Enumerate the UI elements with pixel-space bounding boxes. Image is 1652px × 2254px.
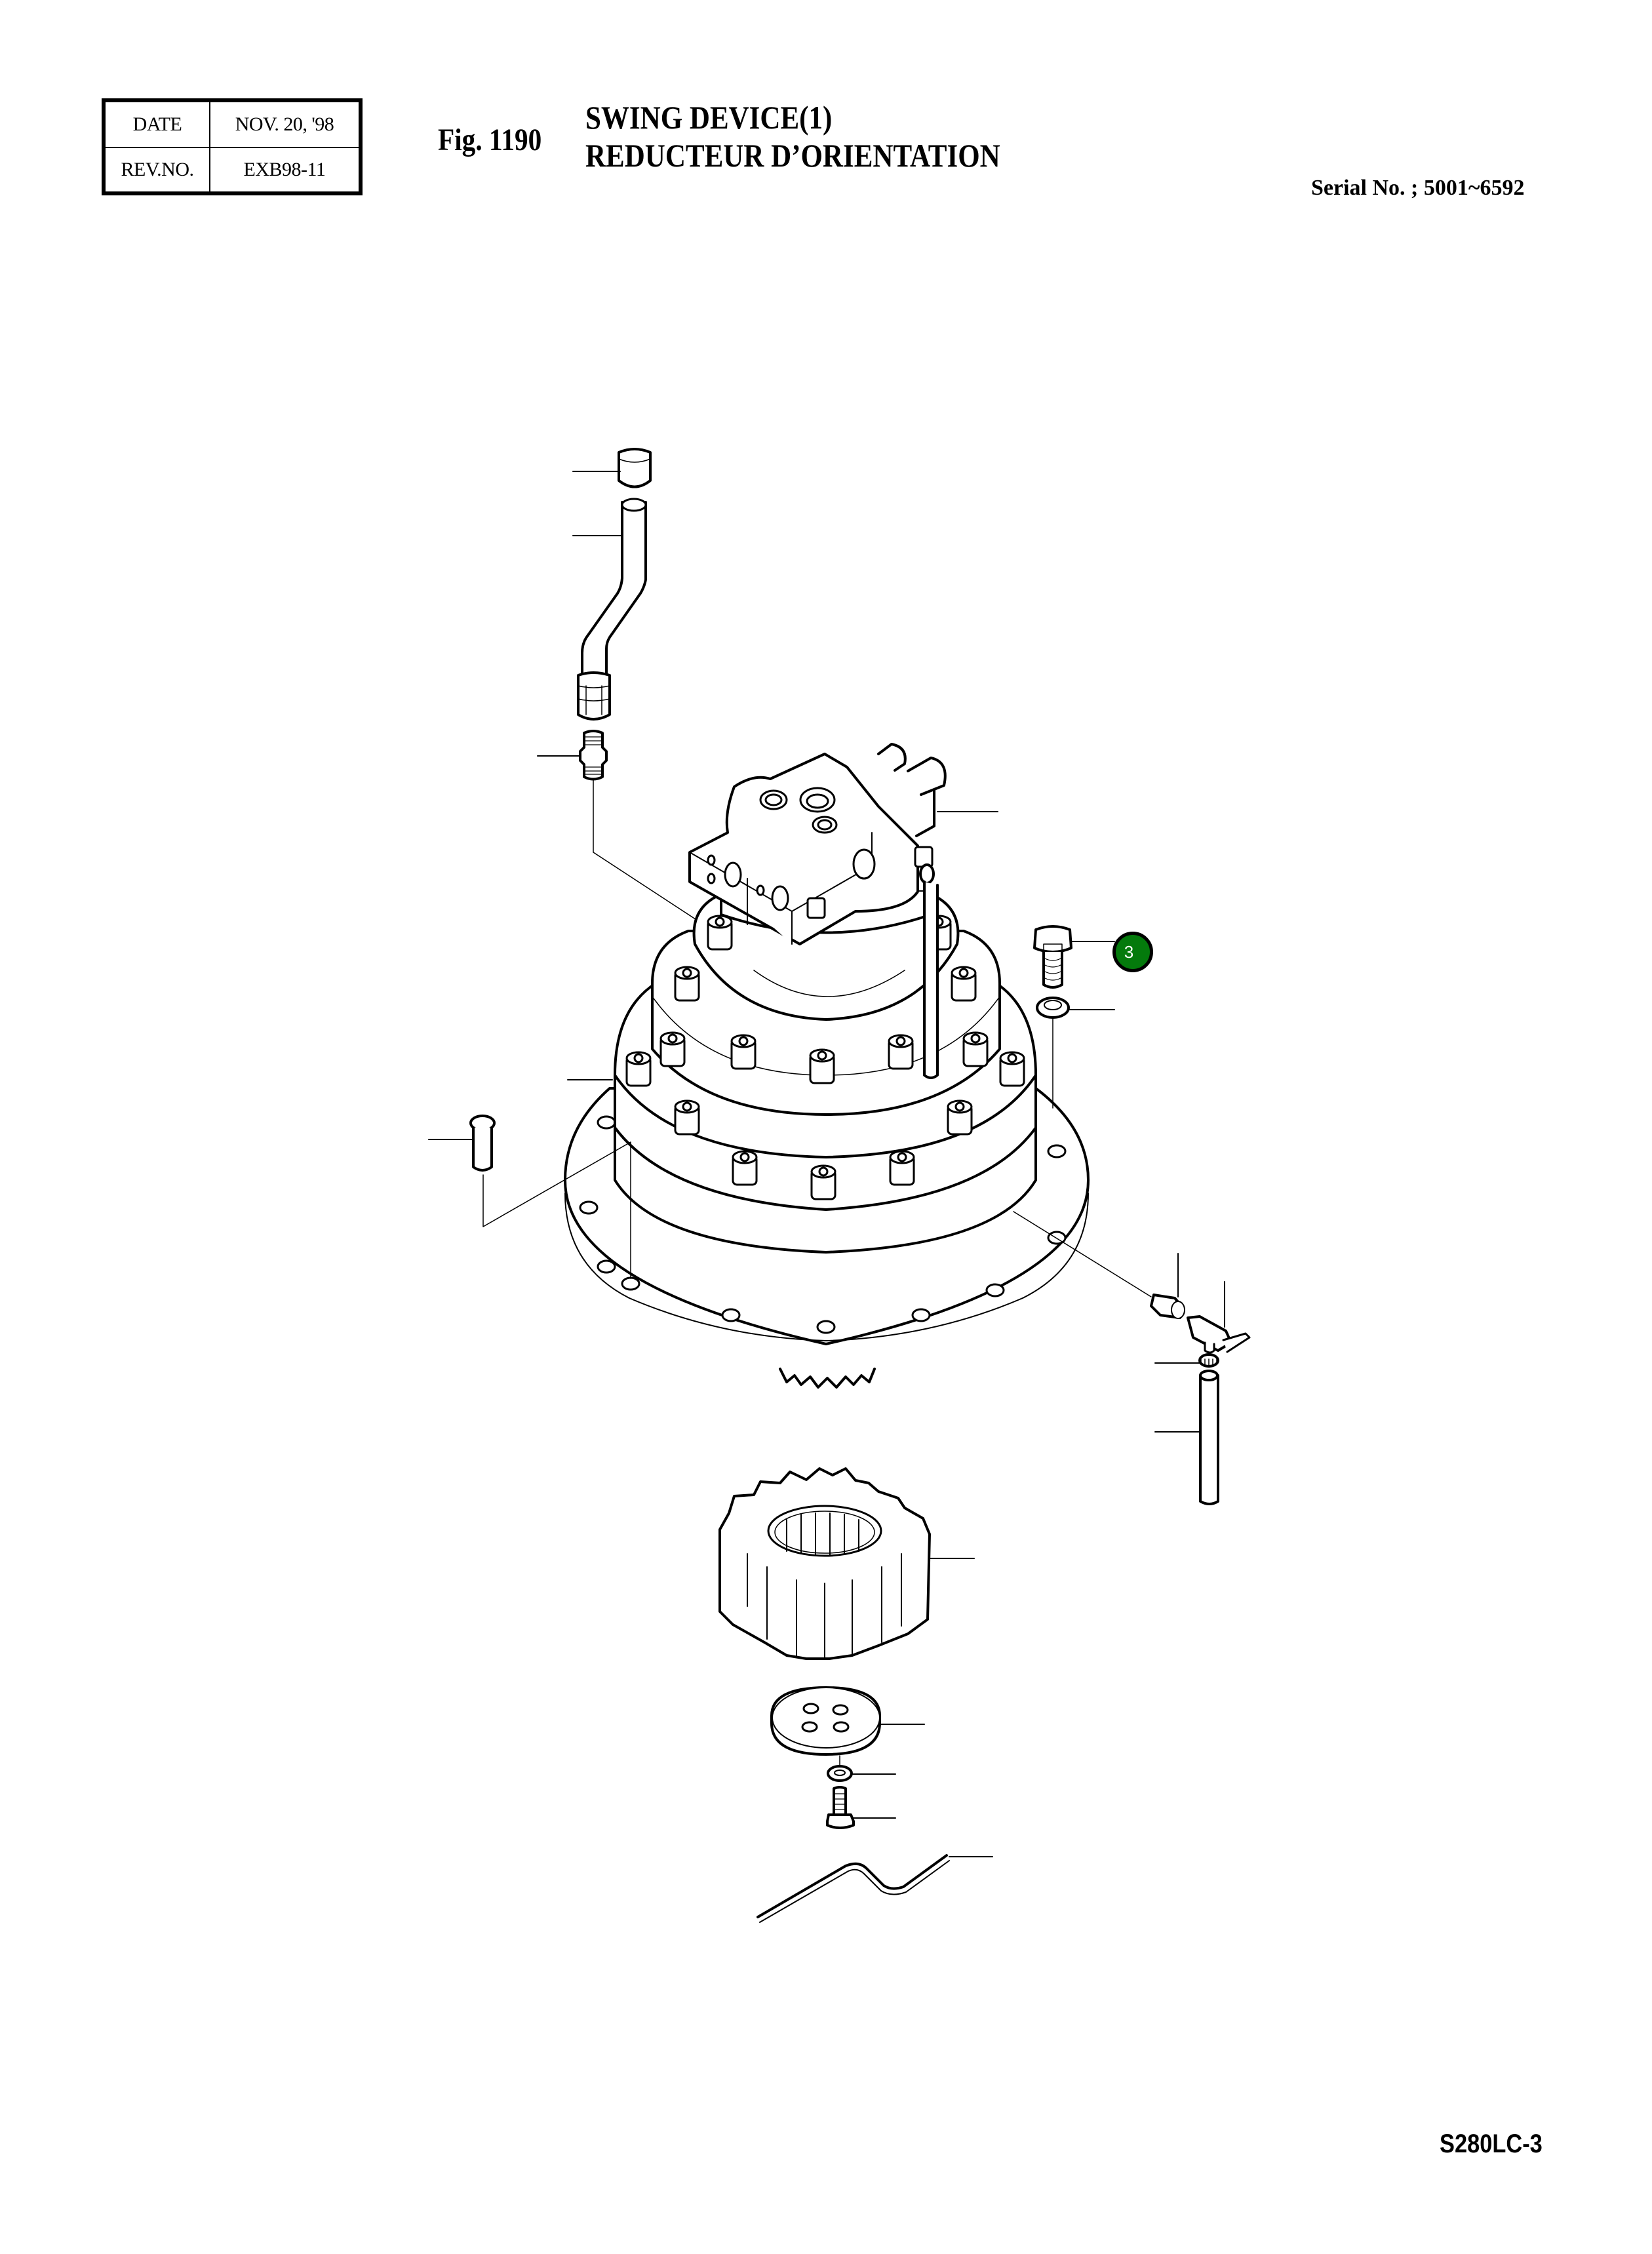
level-gauge-part[interactable] [919, 863, 939, 1079]
washer-part[interactable] [1036, 997, 1070, 1019]
leader-line-dowel-to-hole [482, 1141, 631, 1279]
cap-part[interactable] [618, 448, 652, 488]
drain-valve-part[interactable] [1187, 1315, 1251, 1354]
leader-line-adapter-to-port [593, 780, 717, 934]
retainer-plate-part[interactable] [770, 1686, 881, 1756]
pipe-part[interactable] [577, 498, 647, 721]
leader-line-plug-to-housing [1013, 1211, 1152, 1297]
revision-table: DATE NOV. 20, '98 REV.NO. EXB98-11 [102, 98, 363, 195]
socket-bolt-part[interactable] [826, 1786, 855, 1829]
date-label: DATE [106, 102, 210, 147]
adapter-fitting-part[interactable] [579, 730, 608, 781]
revision-row-rev: REV.NO. EXB98-11 [106, 148, 359, 191]
pinion-gear-part[interactable] [718, 1467, 931, 1660]
lock-wire-part[interactable] [757, 1854, 950, 1923]
output-pinion-teeth [779, 1368, 876, 1389]
swing-motor-valve-block-part[interactable] [688, 743, 947, 945]
dowel-pin-part[interactable] [469, 1115, 496, 1172]
hose-clamp-part[interactable] [1198, 1353, 1219, 1368]
page-title-english: SWING DEVICE(1) [585, 99, 833, 136]
callout-3-hex-bolt[interactable]: 3 [1112, 932, 1153, 972]
lock-washer-part[interactable] [827, 1765, 853, 1782]
hex-bolt-part[interactable] [1033, 925, 1072, 989]
rev-value: EXB98-11 [243, 159, 326, 180]
callout-3-label: 3 [1124, 941, 1134, 962]
figure-number: Fig. 1190 [438, 123, 542, 157]
page-title-french: REDUCTEUR D’ORIENTATION [585, 137, 1000, 174]
drain-hose-part[interactable] [1199, 1370, 1219, 1505]
date-value: NOV. 20, '98 [235, 113, 334, 135]
drain-plug-adapter-part[interactable] [1150, 1294, 1185, 1319]
revision-row-date: DATE NOV. 20, '98 [106, 102, 359, 148]
serial-range: Serial No. ; 5001~6592 [1311, 176, 1525, 200]
rev-label: REV.NO. [106, 148, 210, 191]
model-code: S280LC-3 [1440, 2129, 1543, 2158]
reduction-gear-housing-part[interactable] [564, 890, 1090, 1345]
